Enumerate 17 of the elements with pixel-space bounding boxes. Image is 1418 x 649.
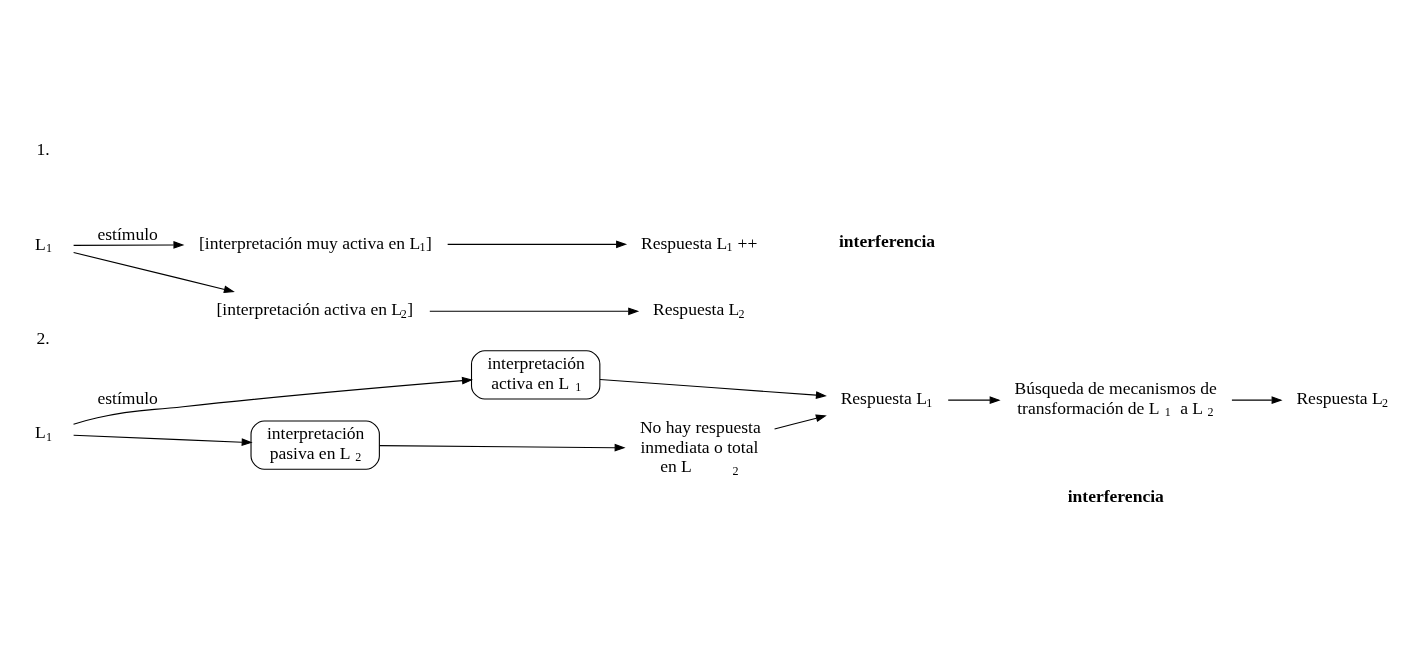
arrow [72,376,473,425]
arrow [379,443,626,452]
arrow [447,240,628,248]
arrow [73,240,185,249]
arrow [73,251,235,293]
label: interferencia [838,230,936,251]
label: interferencia [1067,485,1164,506]
arrow [774,414,827,430]
arrow [1231,395,1283,404]
arrow [599,378,827,399]
label: 1. [36,138,50,159]
arrow [429,306,640,315]
arrow [73,434,253,446]
edge-label: estímulo [97,223,158,244]
label: 2. [36,327,50,348]
edge-label: estímulo [97,387,158,408]
arrow [947,395,1001,404]
